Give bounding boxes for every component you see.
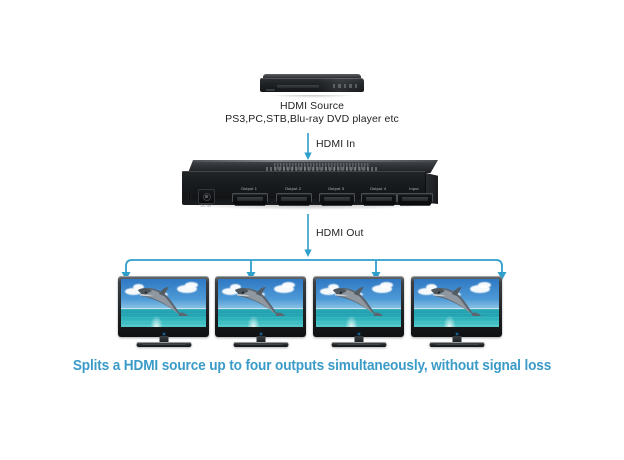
hdmi-splitter-device: DC 5V Output 1 Output 2 Output 3 Output …: [182, 160, 438, 210]
screen-cloud: [478, 282, 491, 288]
disc-tray-slot: [277, 84, 319, 88]
screen-horizon: [218, 308, 303, 310]
splitter-top-print-line2: [266, 167, 378, 171]
tv-stand-base: [331, 342, 386, 347]
tv-stand-base: [233, 342, 288, 347]
screen-dolphin: [427, 285, 483, 319]
port-output-2-label: Output 2: [284, 186, 302, 191]
screen-cloud: [274, 285, 294, 293]
port-output-3-label: Output 3: [327, 186, 345, 191]
screen-water-splash: [443, 315, 456, 327]
player-brand-logo: [266, 88, 275, 91]
tv-stand-base: [429, 342, 484, 347]
tv-bottom-bezel: [121, 332, 206, 336]
hdmi-out-label: HDMI Out: [316, 227, 364, 239]
tv-screen: [121, 279, 206, 327]
splitter-shadow: [188, 205, 432, 210]
player-shadow: [268, 95, 356, 98]
screen-cloud: [125, 288, 142, 295]
tv-stand-neck: [354, 336, 363, 343]
hdmi-connector-icon: [232, 193, 268, 206]
diagram-caption: Splits a HDMI source up to four outputs …: [58, 358, 567, 374]
screen-dolphin: [134, 285, 190, 319]
screen-horizon: [121, 308, 206, 310]
screen-cloud: [320, 288, 337, 295]
screen-cloud: [133, 284, 144, 290]
screen-cloud: [380, 282, 393, 288]
port-input-label: Input: [409, 186, 419, 191]
tv-screen: [218, 279, 303, 327]
screen-water-splash: [247, 315, 260, 327]
tv-stand-neck: [452, 336, 461, 343]
tv-bezel: [215, 276, 306, 337]
player-top-surface: [263, 74, 361, 79]
tv-stand-neck: [256, 336, 265, 343]
dc-power-label: DC 5V: [195, 204, 217, 208]
hdmi-connector-icon: [319, 193, 355, 206]
display-tv-2: [215, 276, 306, 350]
screen-horizon: [316, 308, 401, 310]
display-tv-3: [313, 276, 404, 350]
tv-stand-base: [136, 342, 191, 347]
hdmi-connector-icon: [397, 193, 433, 206]
tv-bezel: [313, 276, 404, 337]
tv-screen: [414, 279, 499, 327]
tv-power-led: [162, 333, 165, 335]
hdmi-source-device: [260, 74, 364, 98]
tv-power-led: [455, 333, 458, 335]
tv-bezel: [118, 276, 209, 337]
tv-power-led: [259, 333, 262, 335]
screen-cloud: [372, 285, 392, 293]
screen-cloud: [185, 282, 198, 288]
tv-bottom-bezel: [414, 332, 499, 336]
tv-bottom-bezel: [218, 332, 303, 336]
diagram-caption-text: Splits a HDMI source up to four outputs …: [72, 358, 552, 374]
tv-bezel: [411, 276, 502, 337]
splitter-top-surface: [188, 160, 438, 173]
tv-power-led: [357, 333, 360, 335]
display-tv-4: [411, 276, 502, 350]
splitter-top-print-line1: [274, 162, 370, 170]
screen-cloud: [470, 285, 490, 293]
hdmi-connector-icon: [361, 193, 397, 206]
hdmi-connector-icon: [276, 193, 312, 206]
screen-cloud: [328, 284, 339, 290]
hdmi-out-connector: [304, 214, 324, 258]
screen-water-splash: [150, 315, 163, 327]
dc-power-jack[interactable]: [198, 189, 215, 204]
source-label-primary: HDMI Source: [279, 100, 345, 112]
port-output-4-label: Output 4: [369, 186, 387, 191]
source-label-secondary: PS3,PC,STB,Blu-ray DVD player etc: [225, 113, 399, 125]
screen-horizon: [414, 308, 499, 310]
screen-cloud: [426, 284, 437, 290]
splitter-side-vent: [188, 190, 191, 202]
hdmi-in-connector: [304, 133, 324, 161]
hdmi-in-label: HDMI In: [316, 138, 356, 150]
player-front-panel: [260, 78, 364, 92]
screen-cloud: [230, 284, 241, 290]
tv-screen: [316, 279, 401, 327]
splitter-front-panel: DC 5V Output 1 Output 2 Output 3 Output …: [182, 171, 433, 208]
screen-cloud: [177, 285, 197, 293]
port-output-1-label: Output 1: [240, 186, 258, 191]
player-button-row: [332, 84, 357, 88]
display-tv-1: [118, 276, 209, 350]
screen-cloud: [222, 288, 239, 295]
splitter-top-highlight: [190, 160, 434, 162]
screen-dolphin: [231, 285, 287, 319]
tv-stand-neck: [159, 336, 168, 343]
screen-cloud: [418, 288, 435, 295]
screen-cloud: [282, 282, 295, 288]
screen-dolphin: [329, 285, 385, 319]
tv-bottom-bezel: [316, 332, 401, 336]
screen-water-splash: [345, 315, 358, 327]
